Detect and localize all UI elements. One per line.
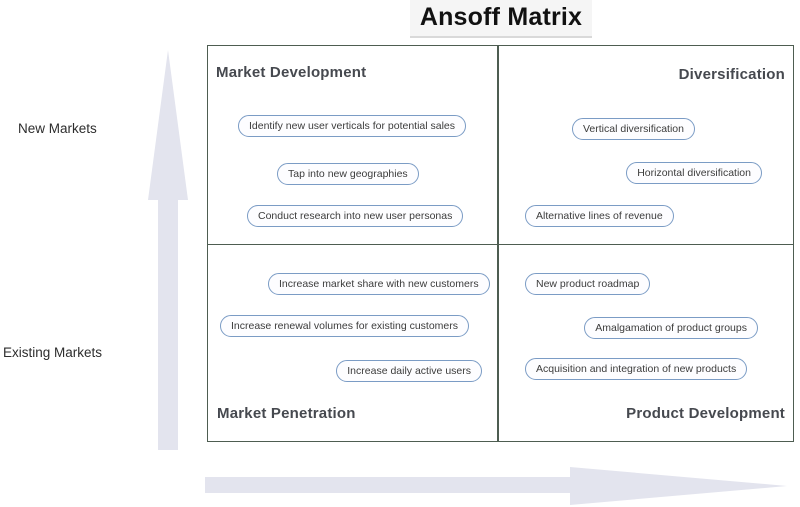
quadrant-title-diversification: Diversification <box>678 66 785 83</box>
strategy-pill-product-development-2: Amalgamation of product groups <box>584 317 758 339</box>
strategy-pill-market-penetration-3: Increase daily active users <box>336 360 482 382</box>
strategy-pill-diversification-1: Vertical diversification <box>572 118 695 140</box>
strategy-pill-market-development-3: Conduct research into new user personas <box>247 205 464 227</box>
strategy-pill-diversification-2: Horizontal diversification <box>626 162 762 184</box>
strategy-pill-market-penetration-1: Increase market share with new customers <box>268 273 490 295</box>
strategy-pill-market-development-1: Identify new user verticals for potentia… <box>238 115 467 137</box>
strategy-pill-product-development-3: Acquisition and integration of new produ… <box>525 358 748 380</box>
diagram-title: Ansoff Matrix <box>409 0 593 38</box>
quadrant-title-market-development: Market Development <box>216 64 367 81</box>
quadrant-title-market-penetration: Market Penetration <box>217 405 356 422</box>
strategy-pill-diversification-3: Alternative lines of revenue <box>525 205 674 227</box>
matrix-grid <box>207 45 794 442</box>
matrix-horizontal-divider <box>208 243 793 245</box>
strategy-pill-market-development-2: Tap into new geographies <box>277 163 419 185</box>
x-axis-arrow-icon <box>205 467 787 505</box>
strategy-pill-product-development-1: New product roadmap <box>525 273 651 295</box>
y-axis-label-new-markets: New Markets <box>18 121 97 136</box>
diagram-title-wrap: Ansoff Matrix <box>207 0 795 38</box>
quadrant-title-product-development: Product Development <box>626 405 785 422</box>
y-axis-label-existing-markets: Existing Markets <box>3 345 103 360</box>
strategy-pill-market-penetration-2: Increase renewal volumes for existing cu… <box>220 315 470 337</box>
